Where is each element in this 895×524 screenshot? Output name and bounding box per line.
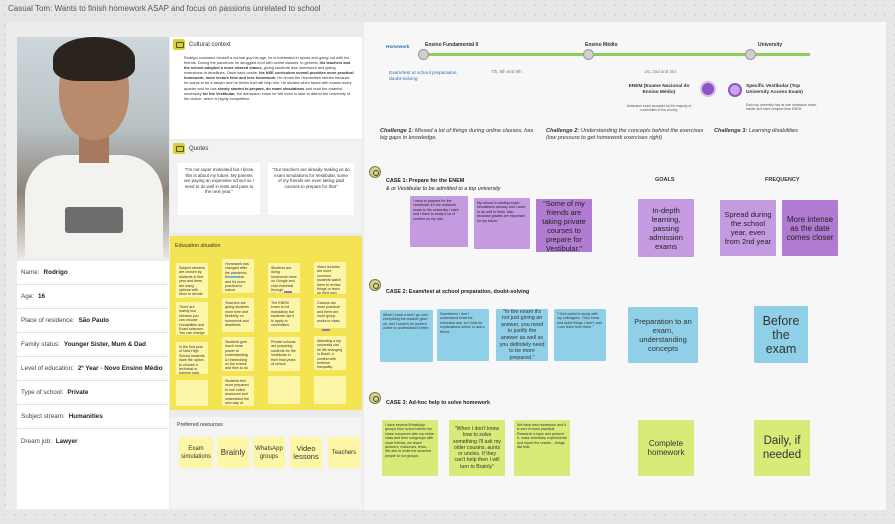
case-2-note: "I find useful to study with my colleagu… bbox=[554, 309, 606, 361]
education-notes: Subject streams are chosen by students i… bbox=[170, 236, 362, 410]
preferred-resources-title: Preferred resources bbox=[177, 422, 223, 428]
timeline-em-label: Ensino Médio bbox=[585, 42, 618, 48]
case-3-quote: "When I don't know how to solve somethin… bbox=[449, 420, 505, 476]
timeline-university-label: University bbox=[758, 42, 783, 48]
timeline-node-university bbox=[745, 49, 756, 60]
case-1-note: I need to prepare for the Vestibular, it… bbox=[410, 196, 468, 247]
profile-name: Name:Rodrigo bbox=[17, 261, 169, 285]
cultural-context-text: Rodrigo considers himself a normal guy h… bbox=[184, 55, 354, 101]
enem-title: ENEM (Exame Nacional do Ensino Médio) bbox=[628, 84, 690, 95]
vestibular-subtitle: Each top university has its own admissio… bbox=[746, 103, 817, 111]
vestibular-title: Specific Vestibular (Top University Acce… bbox=[746, 84, 803, 95]
profile-family: Family status:Younger Sister, Mum & Dad bbox=[17, 333, 169, 357]
column-goals: GOALS bbox=[655, 177, 675, 183]
case-1-title: CASE 1: Prepare for the ENEM bbox=[386, 178, 465, 184]
board-title: Casual Tom: Wants to finish homework ASA… bbox=[8, 4, 321, 13]
timeline-homework-label: Homework bbox=[386, 44, 410, 49]
timeline-node-ef2 bbox=[418, 49, 429, 60]
timeline-line bbox=[420, 53, 810, 56]
case-1-note: My school is starting exam simulations a… bbox=[474, 198, 530, 249]
profile-education: Level of education:2º Year - Novo Ensino… bbox=[17, 357, 169, 381]
vestibular-marker bbox=[728, 83, 742, 97]
list-item: Teachers are giving students more time a… bbox=[222, 298, 254, 332]
case-1-quote: "Some of my friends are taking private c… bbox=[536, 199, 592, 252]
case-1-icon bbox=[369, 166, 381, 178]
timeline-ef2-label: Ensino Fundamental II bbox=[425, 42, 479, 48]
list-item bbox=[176, 380, 208, 406]
case-3-frequency: Daily, if needed bbox=[754, 420, 810, 476]
timeline-node-em bbox=[583, 49, 594, 60]
challenge-3: Challenge 3: Learning disabilities bbox=[714, 128, 798, 134]
list-item bbox=[314, 376, 346, 404]
case-1-frequency-1: Spread during the school year, even from… bbox=[720, 200, 776, 256]
profile-card: Name:Rodrigo Age:16 Place of residence:S… bbox=[17, 261, 169, 509]
tag-mark bbox=[284, 291, 292, 293]
profile-age: Age:16 bbox=[17, 285, 169, 309]
challenge-2: Challenge 2: Understanding the concepts … bbox=[546, 128, 704, 141]
case-2-icon bbox=[369, 279, 381, 291]
case-3-note: We have less homework and it is sort of … bbox=[514, 420, 570, 476]
tag-mark bbox=[230, 276, 238, 278]
cultural-context-title: Cultural context bbox=[189, 41, 231, 48]
case-2-note: Sometimes I don't understand what the ex… bbox=[437, 309, 489, 361]
case-3-goal: Complete homework bbox=[638, 420, 694, 476]
profile-place: Place of residence:São Paulo bbox=[17, 309, 169, 333]
list-item: Classes are more practical and there are… bbox=[314, 298, 346, 328]
list-item: Subject streams are chosen by students i… bbox=[176, 263, 208, 298]
quote-1: "I'm not super motivated but I know this… bbox=[178, 163, 260, 215]
list-item: The ENEM exam is not mandatory but stude… bbox=[268, 298, 300, 332]
case-2-goal: Preparation to an exam, understanding co… bbox=[628, 307, 698, 363]
resource-brainly: Brainly bbox=[217, 437, 249, 468]
list-item: Students are doing homework more on Goog… bbox=[268, 263, 300, 293]
quote-icon bbox=[173, 143, 185, 154]
quote-2: "Our teachers are already making us do e… bbox=[268, 163, 354, 215]
case-3-note: I have several WhatsApp groups from scho… bbox=[382, 420, 438, 476]
quotes-panel: Quotes "I'm not super motivated but I kn… bbox=[170, 141, 362, 233]
education-situation-title: Education situation bbox=[175, 243, 221, 249]
resource-teachers: Teachers bbox=[328, 437, 360, 468]
case-1-frequency-2: More intense as the date comes closer bbox=[782, 200, 838, 256]
note-icon bbox=[173, 39, 185, 50]
case-2-title: CASE 2: Exam/test at school preparation,… bbox=[386, 289, 530, 295]
list-item: Video lectures are more common, students… bbox=[314, 262, 346, 294]
challenge-1: Challenge 1: Missed a lot of things duri… bbox=[380, 128, 534, 141]
case-2-quote: "In the exam it's not just giving an ans… bbox=[496, 309, 548, 361]
case-1-subtitle: & or Vestibular to be admitted to a top … bbox=[386, 186, 501, 192]
list-item: Attending a top university can be life c… bbox=[314, 336, 346, 370]
quotes-title: Quotes bbox=[189, 145, 209, 152]
case-3-icon bbox=[369, 392, 381, 404]
timeline-ef2-years: 7th, 8th and 9th bbox=[491, 69, 522, 74]
profile-dream: Dream job:Lawyer bbox=[21, 437, 78, 445]
enem-subtitle: Admission exam accepted by the majority … bbox=[626, 104, 692, 112]
tag-mark bbox=[322, 329, 330, 331]
resource-whatsapp-groups: WhatsApp groups bbox=[253, 437, 285, 468]
list-item: There are mainly two streams you can cho… bbox=[176, 302, 208, 335]
case-2-frequency: Before the exam bbox=[754, 306, 808, 363]
list-item: In the first year of New High School stu… bbox=[176, 342, 208, 374]
persona-photo bbox=[17, 37, 169, 258]
list-item: Students feel more prepared to use onlin… bbox=[222, 376, 254, 406]
timeline-em-years: 1st, 2nd and 3rd bbox=[644, 69, 676, 74]
case-3-title: CASE 3: Ad-hoc help to solve homework bbox=[386, 400, 491, 406]
resource-video-lessons: Video lessons bbox=[290, 437, 322, 468]
case-2-note: When I have a test I go over everything … bbox=[380, 310, 433, 362]
column-frequency: FREQUENCY bbox=[765, 177, 800, 183]
timeline-exam-label: Exam/test at school preparation, doubt-s… bbox=[389, 71, 458, 82]
case-1-goal: In-depth learning, passing admission exa… bbox=[638, 199, 694, 257]
list-item bbox=[268, 376, 300, 404]
profile-stream: Subject stream:Humanities bbox=[17, 405, 169, 429]
profile-school: Type of school:Private bbox=[17, 381, 169, 405]
enem-marker bbox=[700, 81, 716, 97]
list-item: Homework has changed after the pandemic,… bbox=[222, 259, 254, 293]
list-item: Students give much more power to underst… bbox=[222, 337, 254, 371]
list-item: Private schools are preparing students f… bbox=[268, 337, 300, 371]
cultural-context-panel: Cultural context Rodrigo considers himse… bbox=[170, 37, 362, 139]
resource-exam-simulations: Exam simulations bbox=[179, 437, 213, 468]
